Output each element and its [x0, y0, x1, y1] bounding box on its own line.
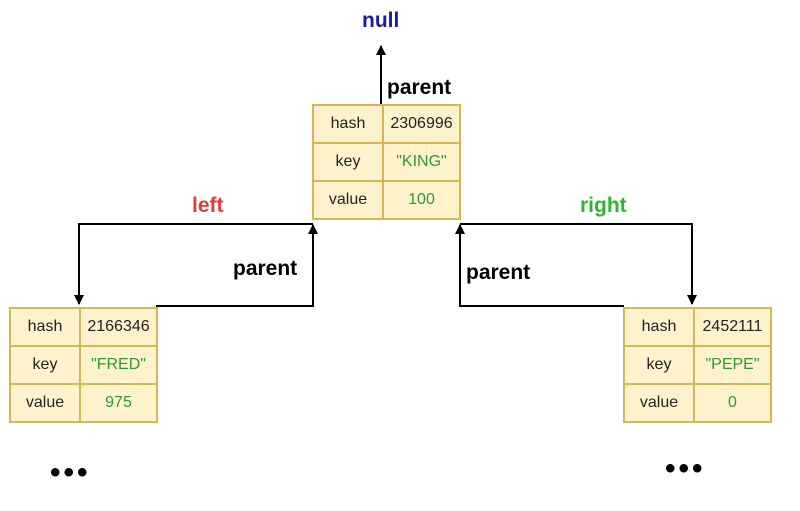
left-node: hash 2166346 key "FRED" value 975: [9, 307, 158, 423]
right-key-row: key "PEPE": [623, 345, 772, 385]
left-parent-arrow: [156, 224, 318, 307]
key-label: key: [312, 142, 384, 182]
left-label: left: [192, 194, 224, 217]
root-hash-row: hash 2306996: [312, 104, 461, 144]
value-label: value: [9, 383, 81, 423]
left-key-row: key "FRED": [9, 345, 158, 385]
right-hash-row: hash 2452111: [623, 307, 772, 347]
key-label: key: [9, 345, 81, 385]
root-parent-label: parent: [387, 76, 452, 99]
root-value-row: value 100: [312, 180, 461, 220]
value-value: 100: [382, 180, 461, 220]
hash-value: 2306996: [382, 104, 461, 144]
key-value: "KING": [382, 142, 461, 182]
right-label: right: [580, 194, 627, 217]
right-parent-label: parent: [466, 261, 531, 284]
left-hash-row: hash 2166346: [9, 307, 158, 347]
hash-label: hash: [9, 307, 81, 347]
left-parent-label: parent: [233, 257, 298, 280]
null-label: null: [362, 9, 400, 32]
left-value-row: value 975: [9, 383, 158, 423]
value-value: 0: [693, 383, 772, 423]
value-label: value: [312, 180, 384, 220]
left-ellipsis: •••: [50, 456, 91, 489]
key-value: "PEPE": [693, 345, 772, 385]
right-value-row: value 0: [623, 383, 772, 423]
value-label: value: [623, 383, 695, 423]
hash-value: 2166346: [79, 307, 158, 347]
right-node: hash 2452111 key "PEPE" value 0: [623, 307, 772, 423]
left-child-arrow: [74, 223, 313, 305]
key-value: "FRED": [79, 345, 158, 385]
hash-value: 2452111: [693, 307, 772, 347]
hash-label: hash: [312, 104, 384, 144]
value-value: 975: [79, 383, 158, 423]
root-node: hash 2306996 key "KING" value 100: [312, 104, 461, 220]
right-ellipsis: •••: [665, 452, 706, 485]
right-parent-arrow: [455, 224, 624, 307]
right-child-arrow: [460, 223, 697, 305]
key-label: key: [623, 345, 695, 385]
root-key-row: key "KING": [312, 142, 461, 182]
hash-label: hash: [623, 307, 695, 347]
